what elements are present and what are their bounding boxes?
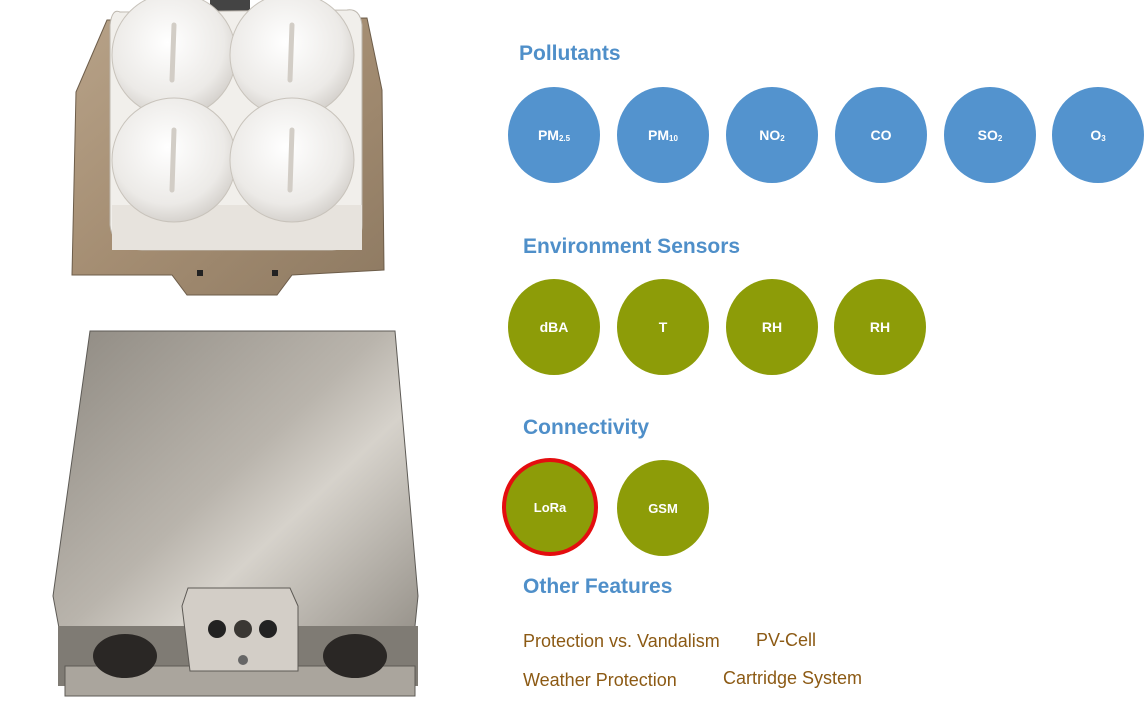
feature-pv-cell: PV-Cell [756, 630, 817, 650]
sensor-label: dBA [539, 319, 569, 335]
other-features-heading: Other Features [523, 575, 673, 598]
connectivity-label: GSM [648, 500, 678, 516]
connectivity-lora-circle: LoRa [502, 458, 598, 556]
pollutant-label: SO [977, 127, 998, 143]
sensor-temperature-circle: T [617, 279, 709, 375]
pollutant-co-circle: CO [835, 87, 927, 183]
sensor-dba-circle: dBA [508, 279, 600, 375]
pollutant-subscript: 2 [780, 133, 785, 143]
pollutant-label: PM [648, 127, 670, 143]
pollutant-label: PM [537, 127, 559, 143]
pollutants-heading: Pollutants [519, 42, 621, 65]
pollutant-label: NO [759, 127, 781, 143]
feature-vandalism-protection: Protection vs. Vandalism [523, 631, 720, 651]
connectivity-heading: Connectivity [523, 416, 650, 439]
environment-sensors-heading: Environment Sensors [523, 235, 741, 258]
pollutant-label: CO [870, 127, 892, 143]
feature-cartridge-system: Cartridge System [723, 668, 863, 688]
device-bottom-view-image [52, 330, 419, 697]
connectivity-label: LoRa [533, 499, 567, 515]
pollutant-subscript: 3 [1101, 133, 1106, 143]
device-top-view-image [71, 0, 385, 296]
sensor-label: RH [869, 319, 891, 335]
connectivity-gsm-circle: GSM [617, 460, 709, 556]
sensor-label: T [658, 319, 668, 335]
sensor-humidity-circle-2: RH [834, 279, 926, 375]
pollutant-subscript: 2 [997, 133, 1003, 143]
pollutant-label: O [1090, 127, 1102, 143]
sensor-label: RH [761, 319, 783, 335]
pollutant-subscript: 2.5 [558, 133, 571, 143]
pollutant-subscript: 10 [669, 133, 678, 143]
sensor-humidity-circle: RH [726, 279, 818, 375]
feature-weather-protection: Weather Protection [523, 670, 677, 690]
